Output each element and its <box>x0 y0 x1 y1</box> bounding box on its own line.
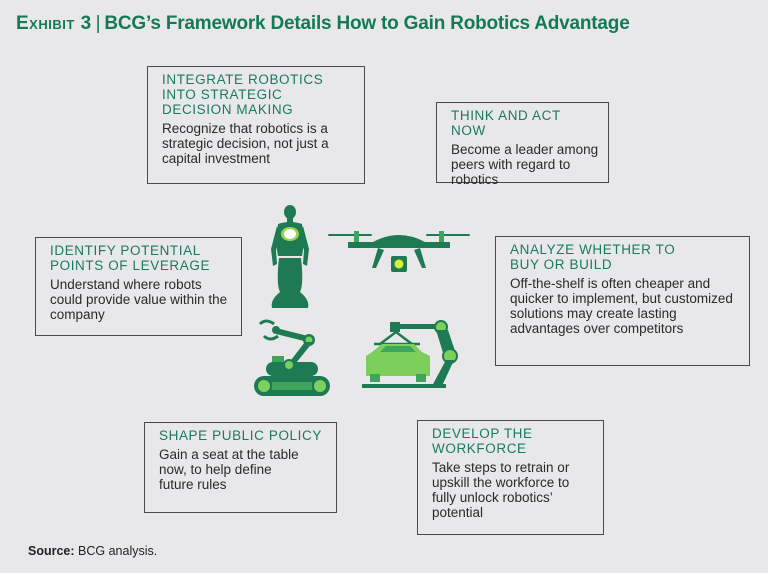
box-heading: Analyze whether to buy or build <box>510 242 676 272</box>
exhibit-title: Exhibit 3|BCG’s Framework Details How to… <box>16 13 630 35</box>
humanoid-robot-icon <box>271 205 309 308</box>
box-think-act-now: Think and act now Become a leader among … <box>436 102 609 187</box>
exhibit-title-text: BCG’s Framework Details How to Gain Robo… <box>104 13 630 34</box>
box-heading: Shape public policy <box>159 428 322 443</box>
exhibit-number: Exhibit 3 <box>16 13 92 34</box>
box-heading: Identify potential points of leverage <box>50 243 211 273</box>
box-integrate-robotics: Integrate robotics into strategic decisi… <box>147 66 365 184</box>
box-body: Become a leader among peers with regard … <box>451 142 599 187</box>
box-heading: Integrate robotics into strategic decisi… <box>162 72 324 117</box>
drone-icon <box>328 231 470 272</box>
source-label: Source: <box>28 544 75 558</box>
box-body: Recognize that robotics is a strategic d… <box>162 121 329 166</box>
box-body: Gain a seat at the table now, to help de… <box>159 447 299 492</box>
box-heading: Think and act now <box>451 108 561 138</box>
car-assembly-robot-icon <box>362 320 458 388</box>
source-note: Source: BCG analysis. <box>28 544 157 558</box>
box-body: Understand where robots could provide va… <box>50 277 228 322</box>
source-text: BCG analysis. <box>78 544 158 558</box>
box-heading: Develop the workforce <box>432 426 533 456</box>
box-body: Take steps to retrain or upskill the wor… <box>432 460 570 520</box>
box-public-policy: Shape public policy Gain a seat at the t… <box>144 422 337 513</box>
box-body: Off-the-shelf is often cheaper and quick… <box>510 276 733 336</box>
title-divider: | <box>95 13 101 34</box>
box-develop-workforce: Develop the workforce Take steps to retr… <box>417 420 604 535</box>
tracked-robot-arm-icon <box>254 319 330 396</box>
box-buy-or-build: Analyze whether to buy or build Off-the-… <box>495 236 750 366</box>
box-identify-leverage: Identify potential points of leverage Un… <box>35 237 242 336</box>
